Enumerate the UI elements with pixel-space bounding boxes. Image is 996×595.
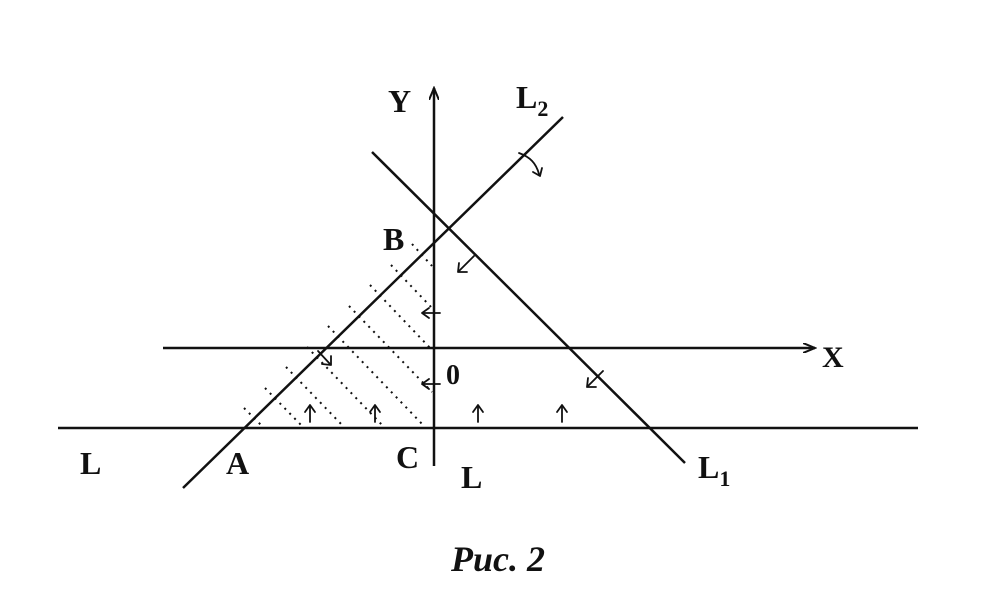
x-axis-label: X (822, 341, 844, 374)
y-axis-label: Y (388, 83, 411, 119)
line-L-label-left: L (80, 445, 101, 481)
point-A-label: A (226, 445, 249, 481)
line-L2-label: L2 (516, 79, 548, 121)
line-L2-label-sub: 2 (537, 96, 548, 121)
figure-caption: Рис. 2 (451, 539, 545, 579)
line-L1 (371, 151, 686, 464)
up-arrow-icon (304, 404, 316, 423)
line-L2 (182, 116, 564, 489)
origin-label: 0 (446, 360, 460, 391)
up-arrow-icon (556, 404, 568, 423)
left-arrow-icon (421, 307, 441, 319)
point-B-label: B (383, 221, 404, 257)
line-L1-label: L1 (698, 449, 730, 491)
line-L1-label-main: L (698, 449, 719, 485)
line-L-label-right: L (461, 459, 482, 495)
down-right-arrow-icon (518, 152, 543, 177)
down-right-arrow-icon (317, 350, 332, 366)
down-left-arrow-icon (586, 370, 604, 388)
up-arrow-icon (472, 404, 484, 423)
up-arrow-icon (369, 404, 381, 423)
line-L1-label-sub: 1 (719, 466, 730, 491)
left-arrow-icon (421, 378, 441, 390)
half-plane-arrows (304, 152, 604, 423)
point-C-label: C (396, 439, 419, 475)
down-left-arrow-icon (457, 255, 475, 273)
line-L2-label-main: L (516, 79, 537, 115)
